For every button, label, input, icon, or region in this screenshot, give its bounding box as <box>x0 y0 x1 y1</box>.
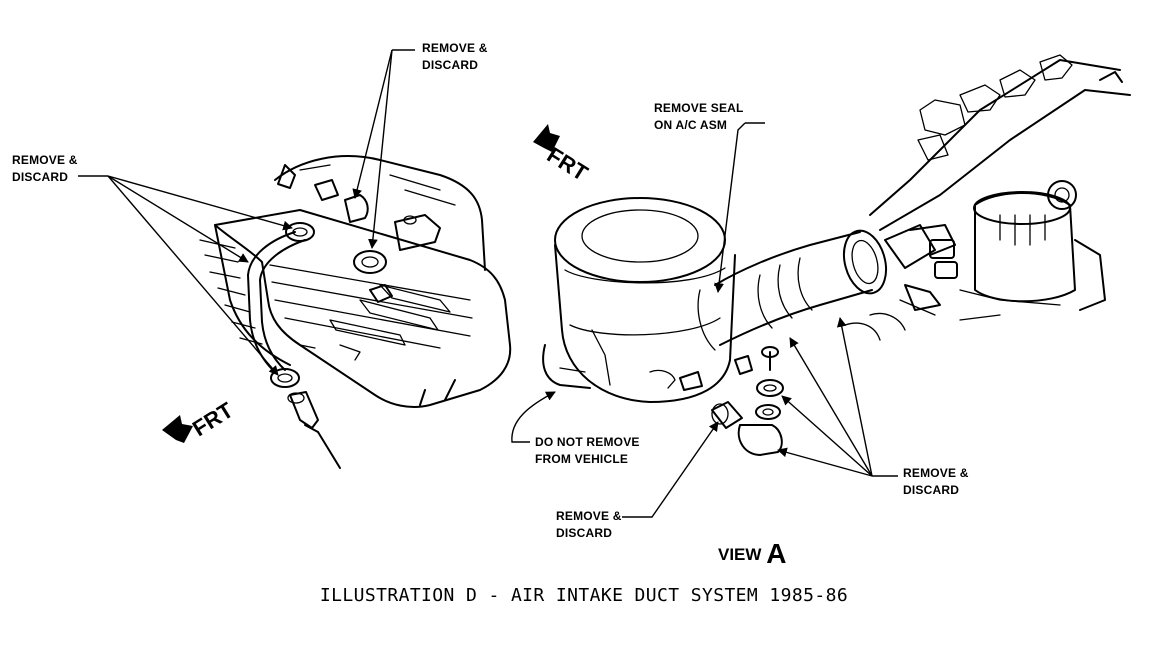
view-letter: A <box>766 538 787 569</box>
callout-top-remove-discard: REMOVE & DISCARD <box>422 41 488 72</box>
callout-left-remove-discard: REMOVE & DISCARD <box>12 153 78 184</box>
callout-do-not-remove: DO NOT REMOVE FROM VEHICLE <box>535 435 640 466</box>
frt-arrow-upper-icon <box>533 124 560 152</box>
figure-caption: ILLUSTRATION D - AIR INTAKE DUCT SYSTEM … <box>319 585 849 606</box>
frt-arrow-lower-icon <box>162 415 193 443</box>
frt-arrows <box>162 124 560 443</box>
view-label: VIEW A <box>718 538 786 570</box>
callout-remove-seal: REMOVE SEAL ON A/C ASM <box>654 101 744 132</box>
callout-right-remove-discard: REMOVE & DISCARD <box>903 466 969 497</box>
view-word: VIEW <box>718 545 762 564</box>
callout-bottom-remove-discard: REMOVE & DISCARD <box>556 509 622 540</box>
air-cleaner-drawing <box>542 54 1131 456</box>
leader-lines <box>78 49 898 518</box>
valve-cover-drawing <box>199 155 512 469</box>
